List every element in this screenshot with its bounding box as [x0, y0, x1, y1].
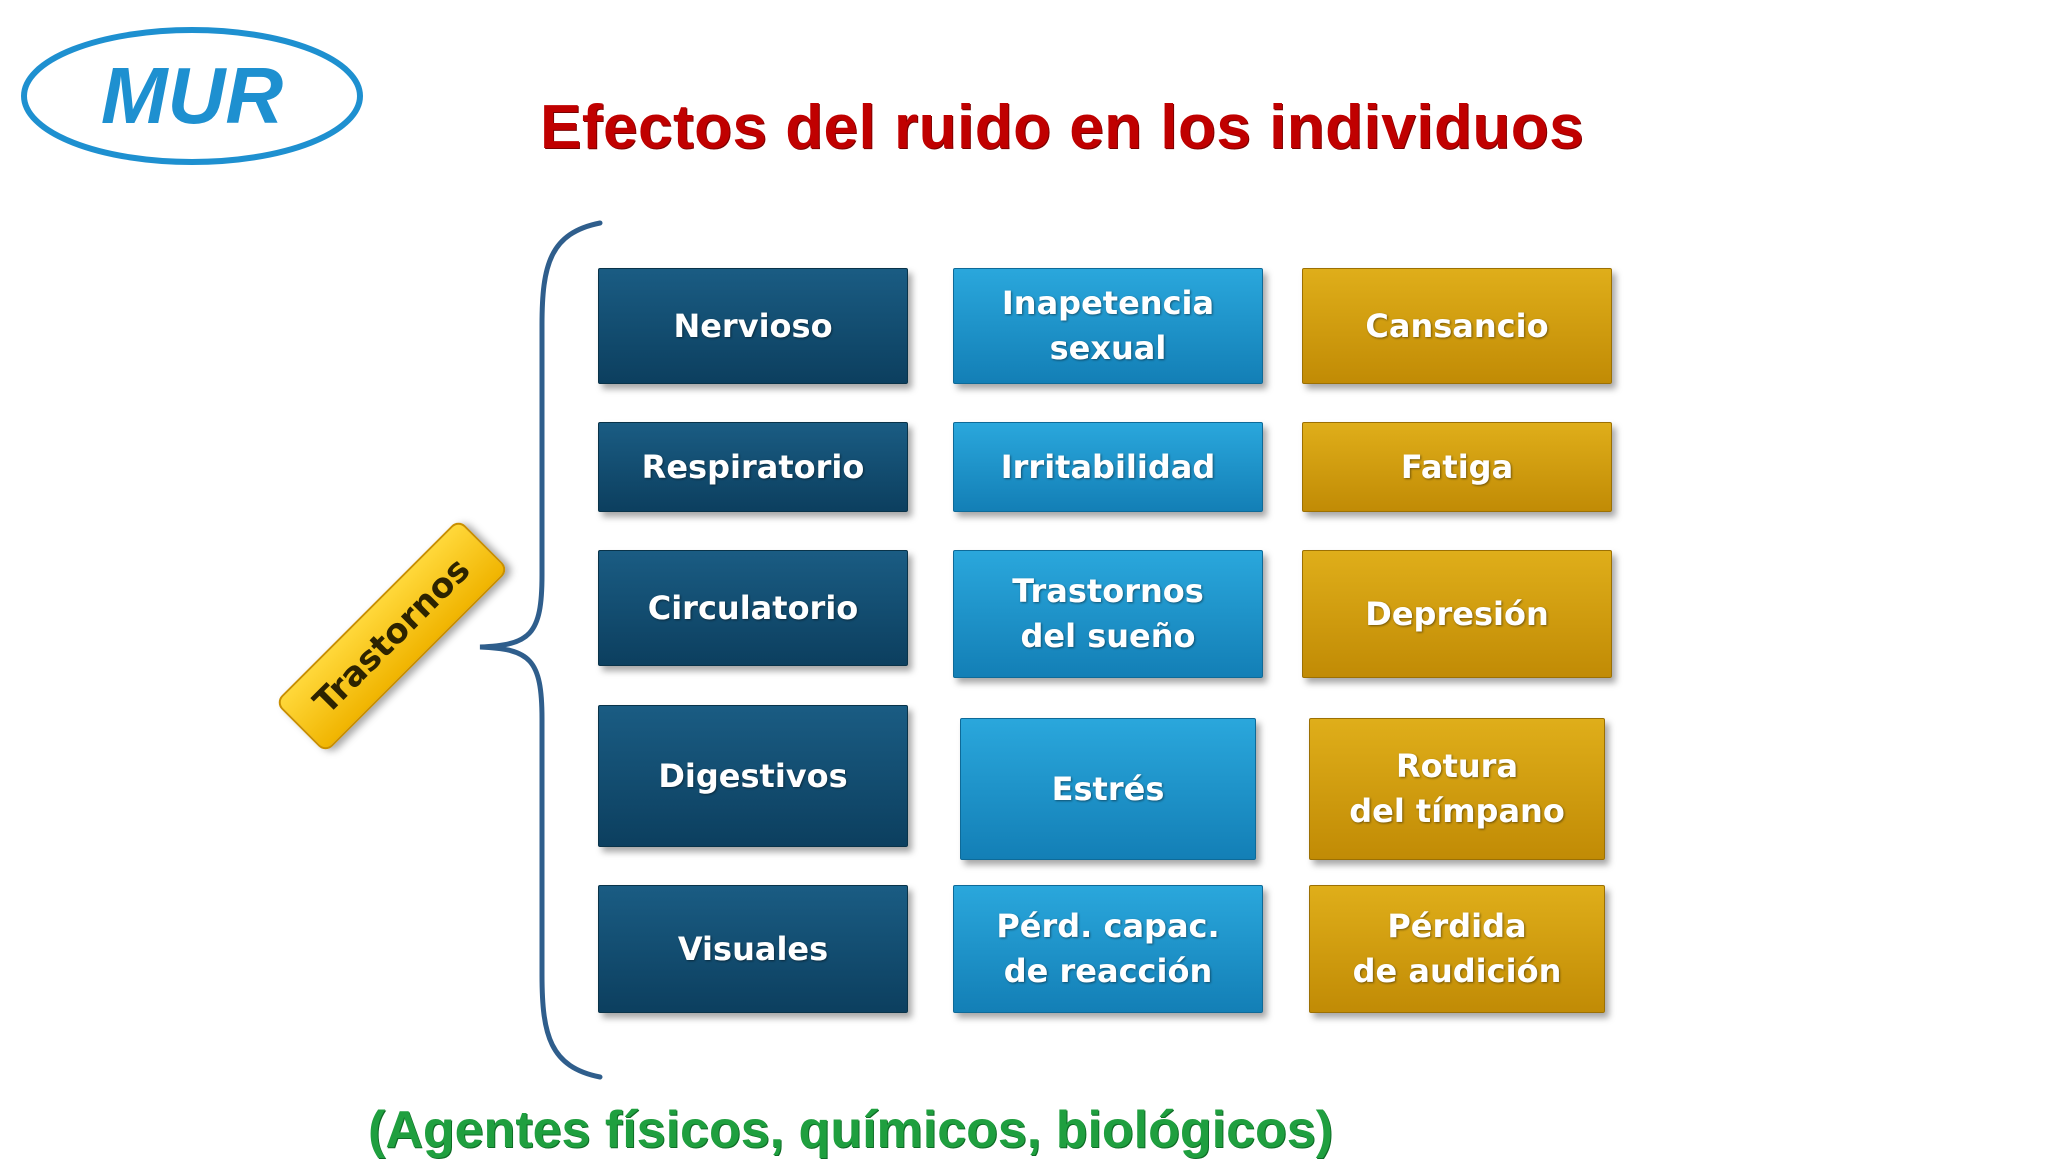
box-estres: Estrés	[960, 718, 1256, 860]
box-cansancio: Cansancio	[1302, 268, 1612, 384]
box-nervioso: Nervioso	[598, 268, 908, 384]
mur-logo: MUR	[20, 26, 365, 166]
logo-text: MUR	[101, 51, 283, 140]
box-circulatorio: Circulatorio	[598, 550, 908, 666]
curly-brace	[479, 220, 603, 1080]
box-visuales: Visuales	[598, 885, 908, 1013]
box-perdida-audicion: Pérdida de audición	[1309, 885, 1605, 1013]
box-rotura-timpano: Rotura del tímpano	[1309, 718, 1605, 860]
box-depresion: Depresión	[1302, 550, 1612, 678]
box-inapetencia-sexual: Inapetencia sexual	[953, 268, 1263, 384]
box-irritabilidad: Irritabilidad	[953, 422, 1263, 512]
footer-agents-text: (Agentes físicos, químicos, biológicos)	[368, 1101, 1334, 1159]
box-perd-capac-reaccion: Pérd. capac. de reacción	[953, 885, 1263, 1013]
box-respiratorio: Respiratorio	[598, 422, 908, 512]
box-digestivos: Digestivos	[598, 705, 908, 847]
box-trastornos-del-sueno: Trastornos del sueño	[953, 550, 1263, 678]
box-fatiga: Fatiga	[1302, 422, 1612, 512]
page-title: Efectos del ruido en los individuos	[540, 93, 1585, 162]
